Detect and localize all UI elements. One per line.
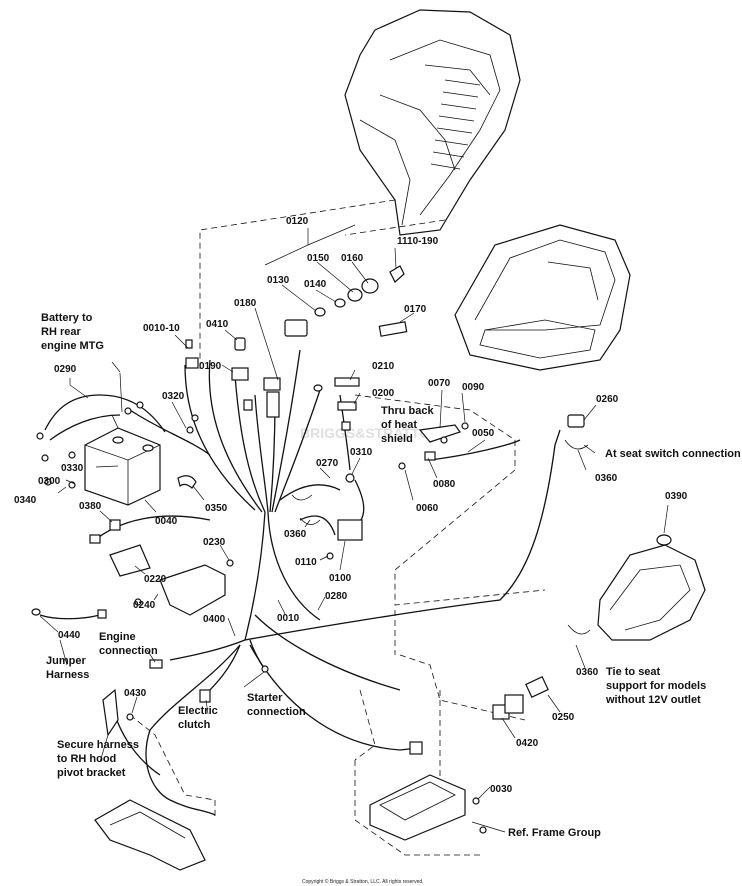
dash-panel-illustration: [344, 9, 521, 236]
note-frame-group: Ref. Frame Group: [508, 827, 601, 839]
part-label-0120: 0120: [286, 216, 309, 227]
note-tie-to-seat: Tie to seat support for models without 1…: [605, 666, 709, 706]
part-label-0080: 0080: [433, 479, 456, 490]
part-label-0210: 0210: [372, 361, 395, 372]
note-battery: Battery to RH rear engine MTG: [41, 312, 104, 352]
copyright-text: Copyright © Briggs & Stratton, LLC. All …: [302, 878, 424, 885]
note-seat-switch: At seat switch connection: [605, 448, 741, 460]
part-label-0260: 0260: [596, 394, 619, 405]
part-label-0090: 0090: [462, 382, 485, 393]
part-label-0010: 0010: [277, 613, 300, 624]
note-heat-shield: Thru back of heat shield: [381, 405, 437, 445]
part-label-0380: 0380: [79, 501, 102, 512]
part-label-0300: 0300: [38, 476, 61, 487]
part-label-0180: 0180: [234, 298, 257, 309]
note-secure-harness: Secure harness to RH hood pivot bracket: [57, 739, 142, 779]
part-label-0110: 0110: [295, 557, 317, 568]
part-label-0280: 0280: [325, 591, 348, 602]
part-label-0320: 0320: [162, 391, 185, 402]
part-label-0390: 0390: [665, 491, 688, 502]
leader-lines: [39, 224, 669, 833]
part-label-0330: 0330: [61, 463, 84, 474]
part-label-1110-190: 1110-190: [397, 236, 439, 247]
part-label-0070: 0070: [428, 378, 451, 389]
frame-group-illustration: [354, 760, 487, 856]
hood-bottom-illustration: [94, 799, 206, 871]
part-label-0290: 0290: [54, 364, 77, 375]
note-electric-clutch: Electric clutch: [178, 705, 221, 731]
part-label-0130: 0130: [267, 275, 290, 286]
part-label-0250: 0250: [552, 712, 575, 723]
part-label-0200: 0200: [372, 388, 395, 399]
part-label-0050: 0050: [472, 428, 495, 439]
part-label-0170: 0170: [404, 304, 427, 315]
part-label-0040: 0040: [155, 516, 178, 527]
note-jumper-harness: Jumper Harness: [46, 655, 89, 681]
part-label-0310: 0310: [350, 447, 373, 458]
part-label-0430: 0430: [124, 688, 147, 699]
part-label-0440: 0440: [58, 630, 81, 641]
part-label-0190: 0190: [199, 361, 222, 372]
part-label-0360-b: 0360: [284, 529, 307, 540]
part-label-0340: 0340: [14, 495, 37, 506]
part-labels: 0120 0150 0160 1110-190 0130 0140 0180 0…: [14, 216, 688, 795]
part-label-0420: 0420: [516, 738, 539, 749]
part-label-0030: 0030: [490, 784, 513, 795]
part-label-0100: 0100: [329, 573, 352, 584]
note-engine-connection: Engine connection: [99, 631, 158, 657]
part-label-0360-a: 0360: [595, 473, 618, 484]
part-label-0010-10: 0010-10: [143, 323, 180, 334]
part-label-0060: 0060: [416, 503, 439, 514]
note-starter-connection: Starter connection: [247, 692, 306, 718]
part-label-0360-c: 0360: [576, 667, 599, 678]
seat-switch-illustration: [564, 414, 589, 450]
part-label-0410: 0410: [206, 319, 229, 330]
part-label-0230: 0230: [203, 537, 226, 548]
components: [31, 265, 549, 755]
notes: Battery to RH rear engine MTG Thru back …: [41, 312, 741, 839]
watermark: BRIGGS&STRATTON: [300, 425, 440, 441]
battery-illustration: [84, 414, 197, 506]
part-label-0350: 0350: [205, 503, 228, 514]
part-label-0240: 0240: [133, 600, 156, 611]
reference-dashed-lines: [129, 199, 546, 820]
part-label-0400: 0400: [203, 614, 226, 625]
part-label-0140: 0140: [304, 279, 327, 290]
part-label-0220: 0220: [144, 574, 167, 585]
part-label-0160: 0160: [341, 253, 364, 264]
seat-support-illustration: [567, 534, 706, 641]
part-label-0150: 0150: [307, 253, 330, 264]
seat-illustration: [454, 224, 631, 371]
part-label-0270: 0270: [316, 458, 339, 469]
